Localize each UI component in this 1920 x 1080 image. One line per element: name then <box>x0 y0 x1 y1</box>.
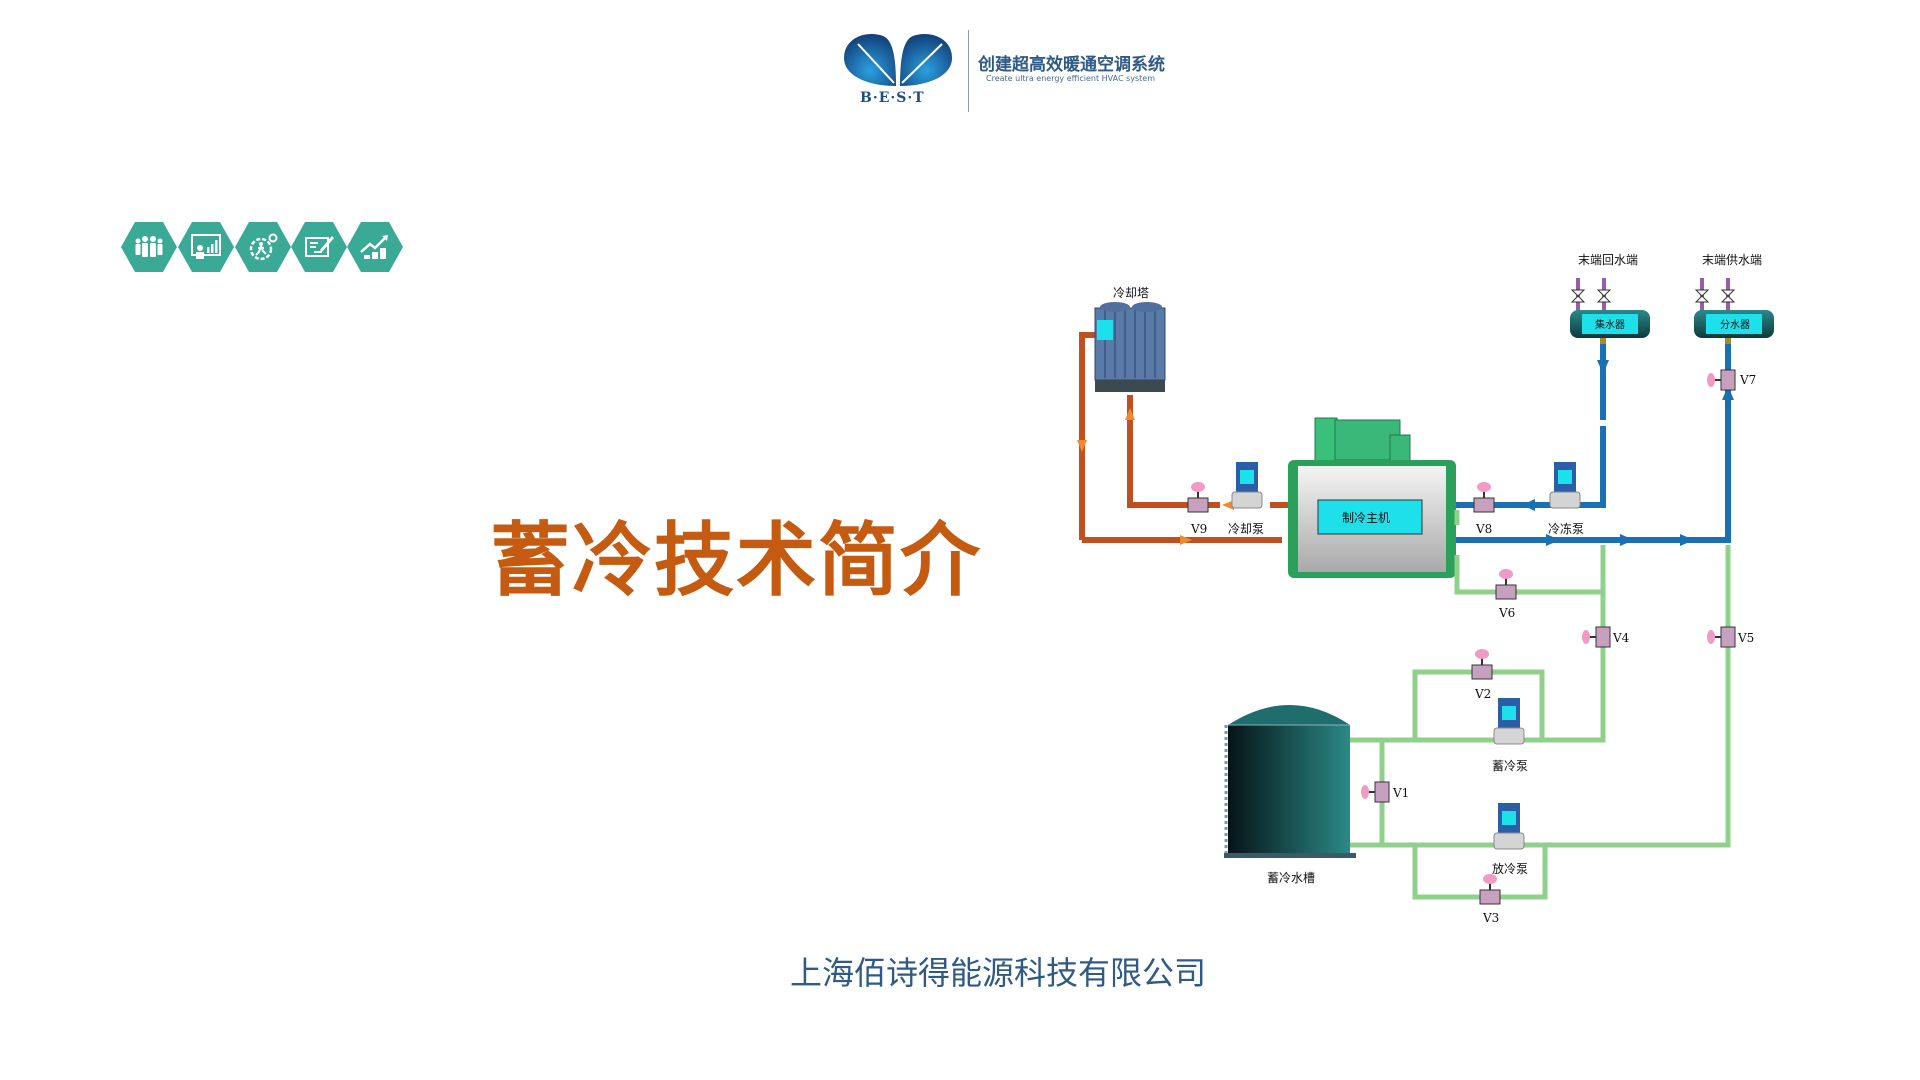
cooling-tower-label: 冷却塔 <box>1113 286 1149 300</box>
valve-v8 <box>1473 482 1495 513</box>
return-end-label: 末端回水端 <box>1578 253 1638 267</box>
logo-mark-icon <box>844 34 952 86</box>
valve-v7-label: V7 <box>1739 373 1756 387</box>
logo-divider <box>968 30 969 112</box>
storage-tank-label: 蓄冷水槽 <box>1267 871 1315 885</box>
growth-chart-icon <box>360 235 388 259</box>
valve-v5-label: V5 <box>1737 631 1754 645</box>
water-collector <box>1570 278 1650 344</box>
storage-pump-label: 蓄冷泵 <box>1492 759 1528 773</box>
valve-v5 <box>1707 626 1736 648</box>
valve-v9-label: V9 <box>1190 522 1207 536</box>
valve-v4 <box>1582 626 1611 648</box>
hex-contract <box>291 222 347 272</box>
valve-v2 <box>1471 649 1493 680</box>
valve-v4-label: V4 <box>1612 631 1630 645</box>
company-logo <box>838 28 1178 118</box>
slogan-chinese: 创建超高效暖通空调系统 <box>978 55 1165 75</box>
collector-label: 集水器 <box>1595 318 1625 331</box>
flow-arrows-chilled <box>1522 360 1734 546</box>
ice-storage-system-diagram: 冷却塔 V9 冷却泵 制冷主机 V8 <box>1077 253 1774 925</box>
slogan-english: Create ultra energy efficient HVAC syste… <box>986 74 1156 83</box>
supply-end-label: 末端供水端 <box>1702 253 1762 267</box>
release-pump-label: 放冷泵 <box>1492 861 1528 876</box>
valve-v2-label: V2 <box>1474 687 1491 701</box>
valve-v1-label: V1 <box>1392 786 1409 800</box>
valve-v6-label: V6 <box>1498 606 1515 620</box>
chilled-water-pipes <box>1456 315 1731 543</box>
storage-pump <box>1493 698 1525 745</box>
chiller-label: 制冷主机 <box>1342 511 1390 525</box>
valve-v3-label: V3 <box>1482 911 1499 925</box>
chilled-pump-label: 冷冻泵 <box>1548 521 1584 536</box>
valve-v6 <box>1495 569 1517 600</box>
distributor-label: 分水器 <box>1720 319 1750 331</box>
flow-arrows-cooling <box>1077 408 1234 545</box>
company-name: 上海佰诗得能源科技有限公司 <box>790 954 1207 992</box>
valve-v9 <box>1187 482 1209 513</box>
contract-sign-icon <box>305 236 334 257</box>
cooling-pump-label: 冷却泵 <box>1228 522 1264 536</box>
water-distributor <box>1694 278 1774 344</box>
valve-v1 <box>1361 781 1390 803</box>
team-icon <box>135 236 163 257</box>
logo-text: B·E·S·T <box>860 90 925 106</box>
cooling-tower <box>1094 302 1166 392</box>
chilled-pump <box>1549 462 1581 509</box>
process-gear-icon <box>249 233 278 261</box>
hex-growth <box>347 222 403 272</box>
valve-v8-label: V8 <box>1475 522 1492 536</box>
valve-v7 <box>1707 369 1736 391</box>
storage-tank <box>1224 705 1356 858</box>
cooling-pump <box>1231 462 1263 509</box>
release-pump <box>1493 803 1525 850</box>
presentation-icon <box>191 234 221 259</box>
page-title: 蓄冷技术简介 <box>490 514 982 607</box>
valve-v3 <box>1479 874 1501 905</box>
hex-presentation <box>178 222 234 272</box>
chiller <box>1288 417 1456 578</box>
hex-team <box>121 222 177 272</box>
hex-process <box>235 222 291 272</box>
